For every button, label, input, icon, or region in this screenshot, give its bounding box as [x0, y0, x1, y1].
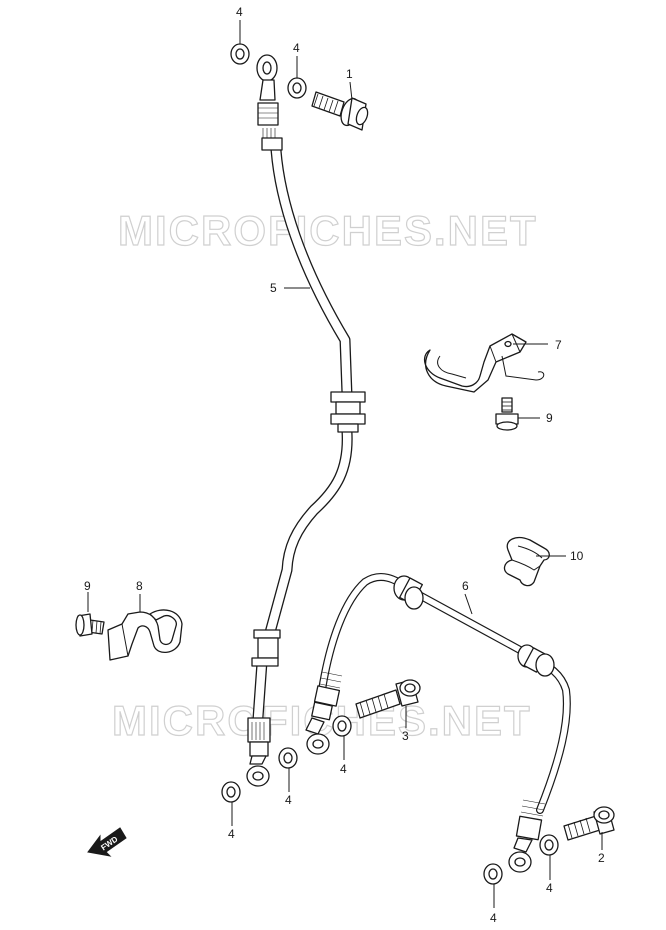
- callout-4-bottom-right: 4: [546, 881, 553, 895]
- callout-leaders: [87, 20, 603, 908]
- callout-2: 2: [598, 851, 605, 865]
- callout-4-bottom-mid: 4: [490, 911, 497, 925]
- part-10-clip: [503, 536, 550, 587]
- callout-1: 1: [346, 67, 353, 81]
- part-6-brake-pipe: [305, 572, 571, 873]
- callout-4-top-right: 4: [293, 41, 300, 55]
- callout-4-mid-center: 4: [340, 762, 347, 776]
- part-9-bolt-left: [75, 613, 105, 637]
- callout-labels: 4 4 1 5 7 9 10 6 9 8 3 4 4 4 2 4 4: [84, 5, 605, 925]
- washer-mid-center: [332, 715, 352, 737]
- part-9-bolt-right: [495, 397, 519, 431]
- callout-8: 8: [136, 579, 143, 593]
- callout-6: 6: [462, 579, 469, 593]
- part-1-union-bolt: [311, 91, 369, 131]
- part-8-hose-clamp: [107, 609, 183, 661]
- watermark-top: MICROFICHES.NET: [118, 207, 538, 254]
- washer-bottom-mid: [483, 863, 503, 885]
- callout-4-bottom-left: 4: [228, 827, 235, 841]
- callout-4-top-left: 4: [236, 5, 243, 19]
- part-7-hose-bracket: [423, 333, 545, 393]
- callout-10: 10: [570, 549, 584, 563]
- washer-top-right: [287, 77, 307, 99]
- part-5-brake-hose: [246, 54, 366, 787]
- callout-3: 3: [402, 729, 409, 743]
- callout-9-right: 9: [546, 411, 553, 425]
- washer-mid-left: [278, 747, 298, 769]
- callout-9-left: 9: [84, 579, 91, 593]
- callout-7: 7: [555, 338, 562, 352]
- fwd-direction-marker: FWD: [87, 827, 127, 857]
- hose-grommet-upper: [330, 391, 366, 403]
- callout-5: 5: [270, 281, 277, 295]
- washer-bottom-right: [539, 834, 559, 856]
- part-2-union-bolt: [563, 806, 615, 841]
- callout-4-mid-left: 4: [285, 793, 292, 807]
- part-3-union-bolt: [355, 679, 421, 719]
- part-4-washers: [221, 43, 559, 885]
- washer-top-left: [230, 43, 250, 65]
- washer-bottom-left: [221, 781, 241, 803]
